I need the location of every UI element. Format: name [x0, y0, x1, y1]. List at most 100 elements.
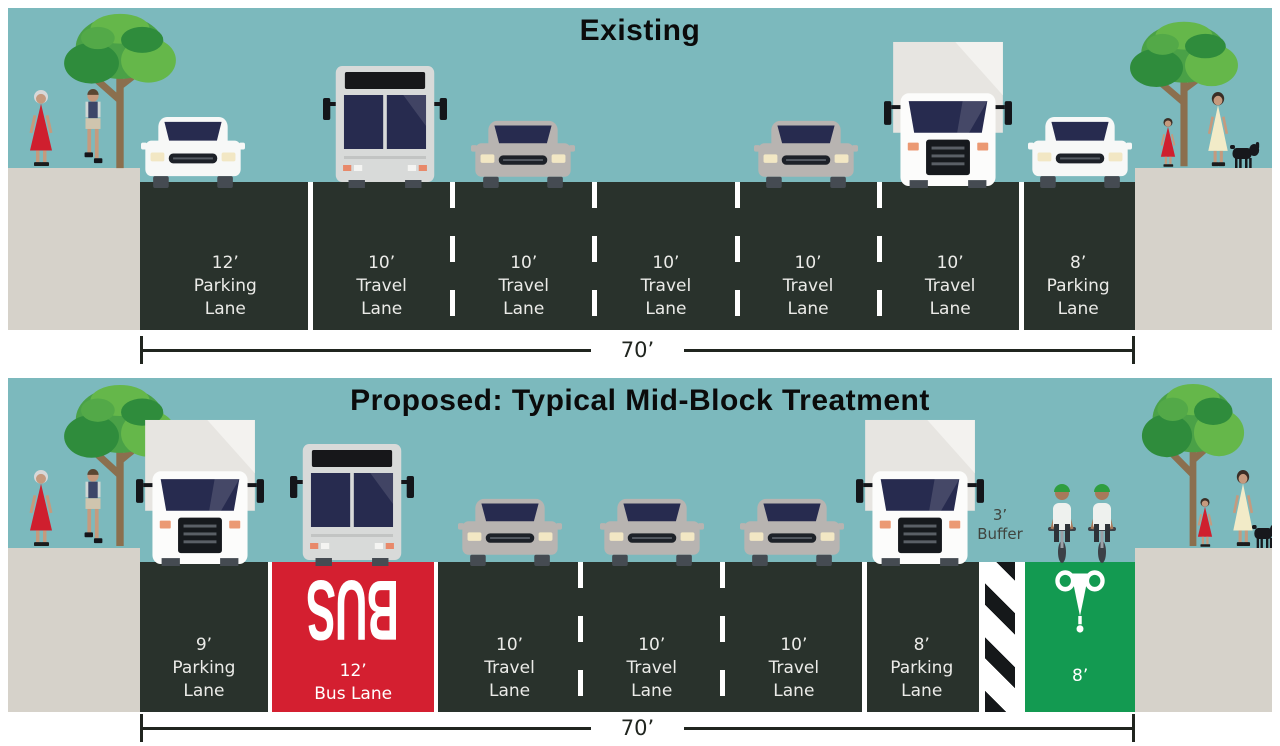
lane-bus: BUS 12’ Bus Lane — [267, 561, 439, 712]
tree-icon — [62, 12, 178, 170]
pedestrian-icon — [78, 468, 108, 548]
lane-label: 10’ Travel Lane — [737, 252, 879, 321]
total-width-label: 70’ — [620, 716, 655, 740]
lane-line-dashed — [876, 182, 882, 330]
sidewalk-right — [1135, 168, 1272, 330]
lane-buffer — [978, 562, 1022, 712]
lane-line-solid — [308, 182, 314, 330]
lane-parking-west: 12’ Parking Lane — [140, 182, 311, 330]
lane-width: 10’ — [652, 253, 680, 273]
buffer-callout: 3’ Buffer — [945, 506, 1055, 544]
total-width-label: 70’ — [620, 338, 655, 362]
lane-name: Lane — [901, 681, 943, 701]
proposed-total-width-dimension: 70’ — [140, 714, 1135, 742]
buffer-width: 3’ — [992, 506, 1008, 524]
dog-icon — [1230, 142, 1260, 168]
lane-line-dashed — [450, 182, 456, 330]
car-icon — [740, 497, 844, 566]
dimension-line — [143, 348, 591, 352]
existing-roadway: 12’ Parking Lane 10’ Travel Lane 10’ Tra… — [140, 182, 1135, 330]
lane-travel-2: 10’ Travel Lane — [453, 182, 595, 330]
lane-travel-1: 10’ Travel Lane — [311, 182, 453, 330]
crosshatch-buffer-icon — [984, 562, 1016, 712]
lane-name: Travel — [782, 276, 834, 296]
bike-lane-symbol-icon — [1054, 568, 1106, 640]
dimension-tick — [1132, 336, 1135, 364]
lane-width: 10’ — [794, 253, 822, 273]
lane-name: Lane — [503, 299, 545, 319]
lane-parking-east: 8’ Parking Lane — [865, 562, 979, 712]
sidewalk-left — [8, 548, 140, 712]
lane-width: 10’ — [780, 635, 808, 655]
lane-label: 12’ Bus Lane — [272, 660, 435, 706]
lane-line-dashed — [720, 562, 726, 712]
lane-label: 8’ Parking Lane — [1021, 252, 1135, 321]
lane-label: 10’ Travel Lane — [723, 634, 865, 703]
lane-name: Lane — [645, 299, 687, 319]
lane-bike: 8’ — [1021, 562, 1135, 712]
lane-name: Travel — [640, 276, 692, 296]
lane-name: Travel — [626, 658, 677, 678]
lane-line-solid — [862, 562, 868, 712]
proposed-panel: Proposed: Typical Mid-Block Treatment 9’… — [8, 378, 1272, 712]
proposed-roadway: 9’ Parking Lane BUS 12’ Bus Lane 10’ Tra… — [140, 562, 1135, 712]
cyclist-icon — [1044, 476, 1080, 564]
lane-line-dashed — [578, 562, 584, 712]
pedestrian-icon — [1194, 498, 1216, 548]
lane-name: Lane — [488, 681, 531, 701]
lane-width: 8’ — [1070, 253, 1087, 273]
sidewalk-left — [8, 168, 140, 330]
lane-travel-5: 10’ Travel Lane — [879, 182, 1021, 330]
truck-icon — [136, 418, 264, 566]
lane-width: 10’ — [368, 253, 396, 273]
dimension-tick — [1132, 714, 1135, 742]
lane-name: Parking — [172, 658, 236, 678]
car-icon — [600, 497, 704, 566]
bus-pavement-marking: BUS — [272, 561, 435, 659]
lane-width: 8’ — [1072, 666, 1089, 686]
lane-width: 10’ — [638, 635, 666, 655]
car-icon — [141, 115, 245, 188]
pedestrian-icon — [1203, 92, 1233, 168]
lane-label: 12’ Parking Lane — [140, 252, 311, 321]
bus-marking-text: BUS — [307, 561, 400, 659]
bus-icon — [323, 64, 447, 188]
lane-name: Parking — [890, 658, 954, 678]
dimension-tick — [140, 336, 143, 364]
lane-width: 9’ — [195, 635, 213, 655]
lane-name: Parking — [193, 276, 257, 296]
lane-travel-1: 10’ Travel Lane — [439, 562, 581, 712]
lane-travel-3: 10’ Travel Lane — [723, 562, 865, 712]
lane-name: Travel — [768, 658, 820, 678]
pedestrian-icon — [78, 88, 108, 168]
lane-name: Parking — [1046, 276, 1110, 296]
dimension-line — [684, 348, 1132, 352]
buffer-name: Buffer — [977, 525, 1023, 543]
existing-total-width-dimension: 70’ — [140, 336, 1135, 364]
lane-label: 10’ Travel Lane — [581, 634, 723, 703]
lane-name: Lane — [204, 299, 246, 319]
sidewalk-right — [1135, 548, 1272, 712]
lane-name: Travel — [484, 658, 535, 678]
lane-parking-east: 8’ Parking Lane — [1021, 182, 1135, 330]
lane-width: 10’ — [496, 635, 524, 655]
lane-name: Travel — [498, 276, 549, 296]
tree-icon — [62, 383, 178, 548]
lane-name: Lane — [183, 681, 225, 701]
dimension-line — [684, 726, 1132, 730]
lane-name: Travel — [924, 276, 976, 296]
lane-name: Lane — [787, 299, 829, 319]
lane-travel-2: 10’ Travel Lane — [581, 562, 723, 712]
dog-icon — [1252, 522, 1272, 548]
car-icon — [471, 119, 575, 188]
lane-name: Lane — [1057, 299, 1099, 319]
car-icon — [754, 119, 858, 188]
lane-width: 8’ — [913, 635, 930, 655]
existing-title: Existing — [579, 14, 701, 47]
lane-label: 10’ Travel Lane — [879, 252, 1021, 321]
lane-width: 10’ — [510, 253, 538, 273]
pedestrian-icon — [24, 90, 58, 168]
existing-panel: Existing 12’ Parking Lane 10’ Travel Lan… — [8, 8, 1272, 330]
lane-travel-3: 10’ Travel Lane — [595, 182, 737, 330]
